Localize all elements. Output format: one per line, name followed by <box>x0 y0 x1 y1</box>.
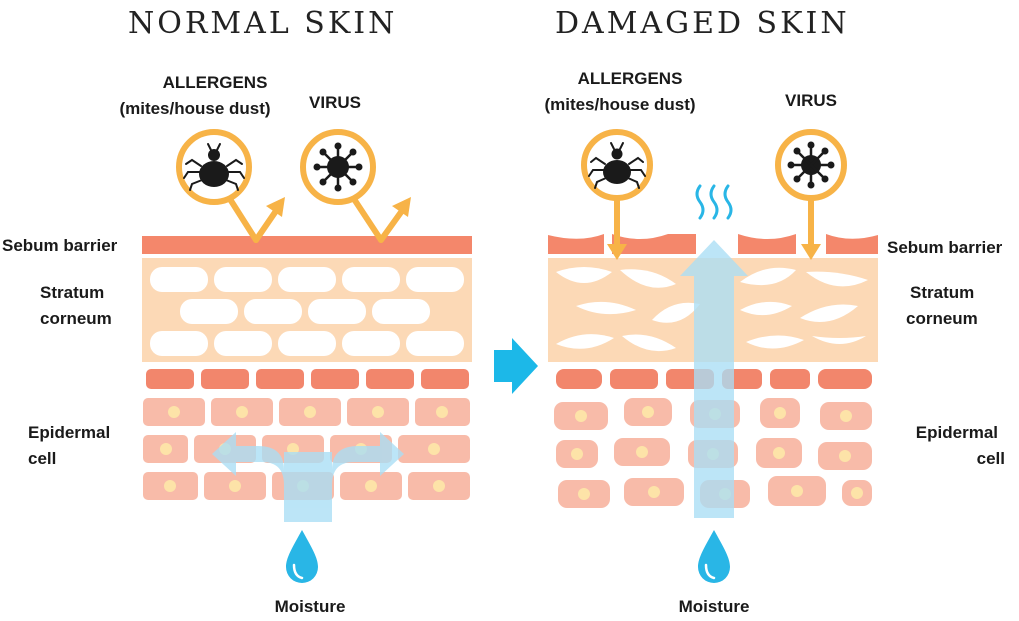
damaged-virus-arrow <box>801 195 821 260</box>
damaged-stratum-label-1: Stratum <box>910 283 975 302</box>
damaged-virus-label: VIRUS <box>785 91 837 110</box>
damaged-epidermal-label-2: cell <box>976 449 1005 468</box>
normal-stratum-label-1: Stratum <box>40 283 105 302</box>
normal-moisture-droplet <box>286 530 318 583</box>
normal-skin-title: NORMAL SKIN <box>128 6 398 41</box>
damaged-allergens-sublabel: (mites/house dust) <box>544 95 696 114</box>
normal-skin-layers <box>142 129 472 583</box>
damaged-virus-icon <box>775 129 847 201</box>
damaged-skin-title: DAMAGED SKIN <box>555 6 850 41</box>
damaged-sebum-label: Sebum barrier <box>887 238 1003 257</box>
normal-mite-icon <box>176 129 252 205</box>
damaged-stratum-label-2: corneum <box>906 309 978 328</box>
normal-allergens-sublabel: (mites/house dust) <box>119 99 271 118</box>
damaged-moisture-droplet <box>698 530 730 583</box>
normal-stratum-label-2: corneum <box>40 309 112 328</box>
damaged-allergens-label: ALLERGENS <box>577 69 683 88</box>
damaged-skin-layers <box>548 129 878 583</box>
damaged-moisture-flow <box>680 240 748 518</box>
damaged-allergen-arrow <box>607 195 627 260</box>
normal-allergen-arrow <box>225 193 285 243</box>
normal-corneocytes <box>150 267 464 356</box>
damaged-moisture-label: Moisture <box>678 597 750 616</box>
normal-sebum-barrier <box>142 236 472 254</box>
evaporation-waves-icon <box>695 184 733 220</box>
normal-epidermal-label-1: Epidermal <box>28 423 111 442</box>
damaged-mite-icon <box>581 129 653 201</box>
normal-moisture-label: Moisture <box>274 597 346 616</box>
normal-epidermal-label-2: cell <box>28 449 57 468</box>
normal-sebum-label: Sebum barrier <box>2 236 118 255</box>
damaged-epidermal-label-1: Epidermal <box>915 423 998 442</box>
damaged-sebum-barrier <box>548 234 878 254</box>
damaged-corneocytes <box>556 267 868 352</box>
normal-virus-label: VIRUS <box>309 93 361 112</box>
normal-moisture-flow <box>212 432 404 522</box>
normal-granular-layer <box>146 369 469 389</box>
normal-virus-icon <box>300 129 376 205</box>
transition-arrow <box>494 338 538 394</box>
normal-allergens-label: ALLERGENS <box>162 73 268 92</box>
normal-virus-arrow <box>349 193 411 243</box>
